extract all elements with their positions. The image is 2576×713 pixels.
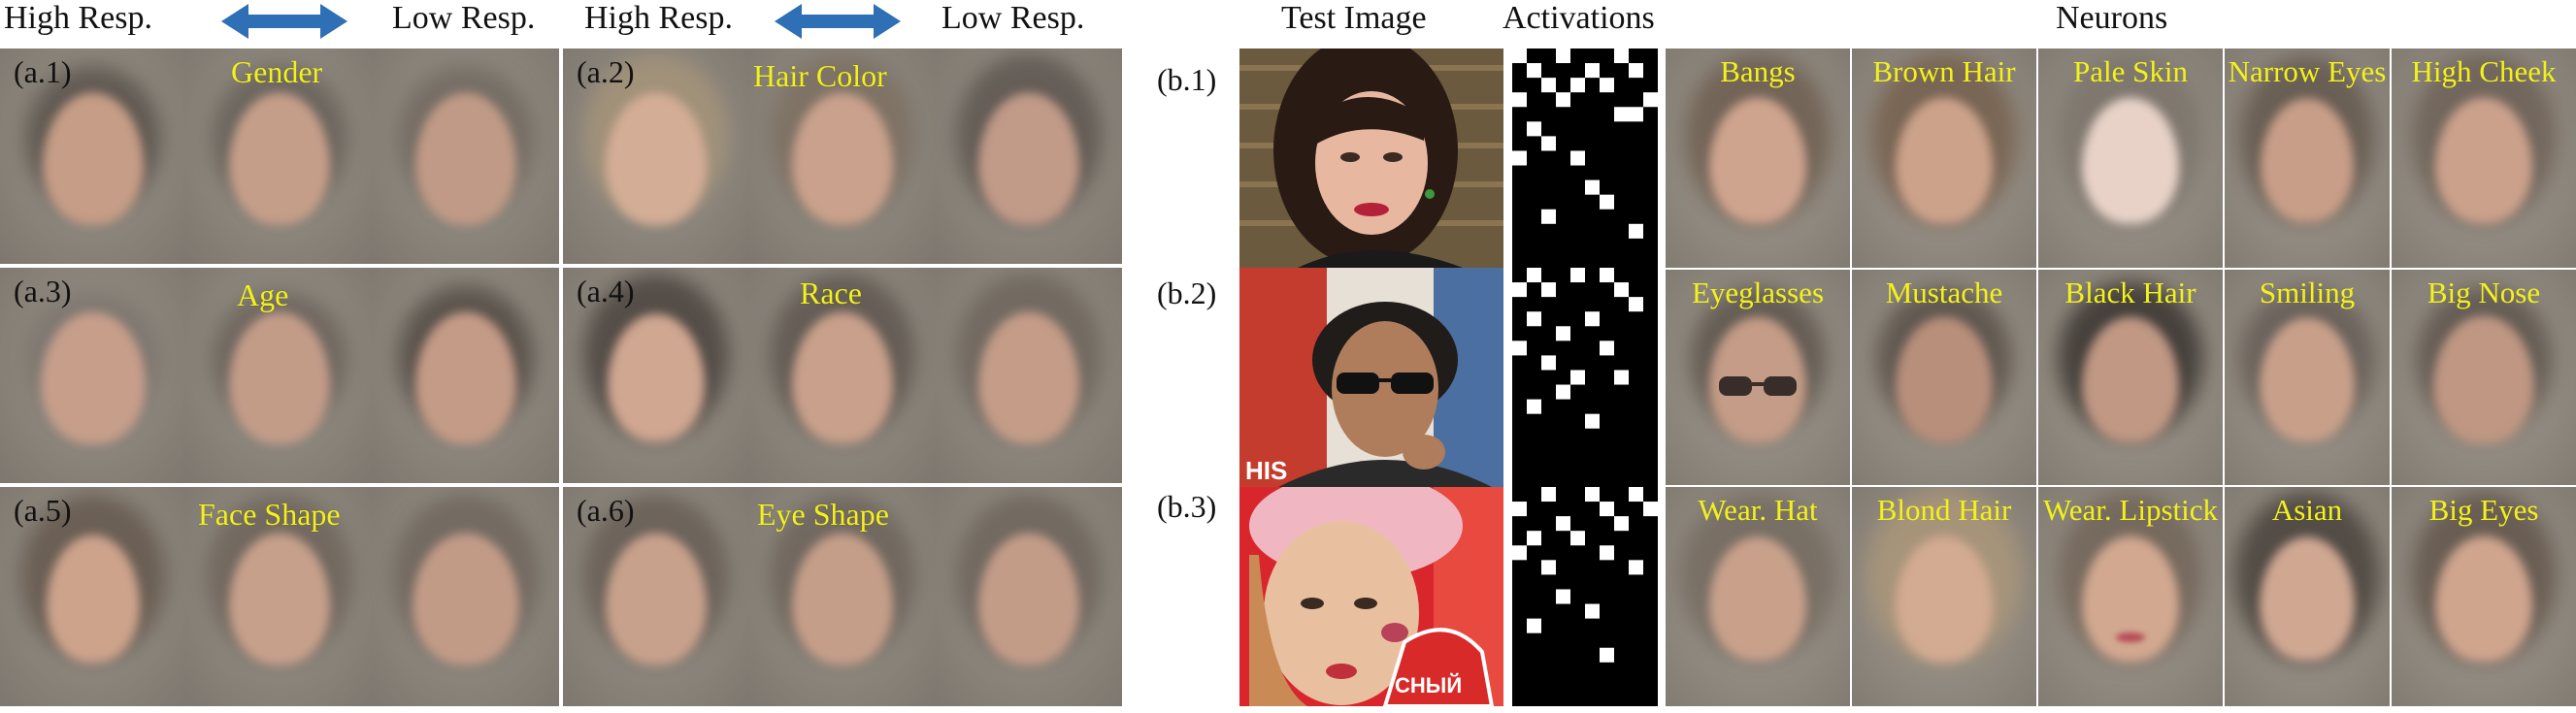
low-resp-header-1: Low Resp. [392, 0, 536, 36]
high-resp-header-2: High Resp. [584, 0, 733, 36]
row-label: (b.1) [1157, 62, 1217, 97]
neuron-face: High Cheek [2392, 49, 2576, 268]
panel-label: (a.6) [577, 493, 635, 528]
neuron-label: Pale Skin [2073, 54, 2188, 88]
face-high [563, 487, 749, 706]
sign-text: HIS [1245, 456, 1287, 485]
test-photo-b2: HIS [1239, 268, 1503, 487]
face-low [373, 487, 559, 706]
panel-a2: (a.2) Hair Color [563, 49, 1122, 264]
face-mid [186, 268, 373, 483]
face-high [0, 487, 186, 706]
neuron-face: Wear. Lipstick [2038, 487, 2223, 706]
neuron-label: Asian [2271, 493, 2343, 527]
face-low [936, 49, 1122, 264]
face-mid [749, 49, 936, 264]
panel-title: Age [237, 277, 289, 312]
activation-grid-b3 [1512, 487, 1658, 706]
face-low [936, 268, 1122, 483]
test-image-header: Test Image [1281, 0, 1427, 36]
neuron-label: Big Eyes [2428, 493, 2539, 527]
neuron-label: Narrow Eyes [2228, 54, 2387, 88]
face-mid [186, 49, 373, 264]
neuron-face: Wear. Hat [1666, 487, 1850, 706]
test-photo-b3: СНЫЙ [1239, 487, 1503, 706]
low-resp-header-2: Low Resp. [941, 0, 1085, 36]
face-low [373, 49, 559, 264]
neuron-face: Blond Hair [1852, 487, 2036, 706]
double-arrow-icon [221, 4, 347, 39]
row-label: (b.3) [1157, 489, 1217, 524]
activations-header: Activations [1503, 0, 1655, 36]
neuron-face: Smiling [2225, 270, 2390, 485]
panel-label: (a.4) [577, 274, 635, 308]
neuron-face: Narrow Eyes [2225, 49, 2390, 268]
neuron-face: Bangs [1666, 49, 1850, 268]
high-resp-header-1: High Resp. [4, 0, 152, 36]
panel-label: (a.5) [14, 493, 72, 528]
sunglasses-icon [1719, 376, 1797, 396]
neuron-face: Pale Skin [2038, 49, 2223, 268]
face-mid [749, 487, 936, 706]
neuron-label: Big Nose [2427, 275, 2541, 309]
panel-title: Hair Color [753, 58, 887, 93]
neuron-label: Wear. Lipstick [2042, 493, 2218, 527]
panel-title: Face Shape [198, 497, 341, 532]
panel-title: Gender [231, 54, 323, 89]
double-arrow-icon [775, 4, 901, 39]
panel-title: Race [800, 275, 862, 310]
neuron-label: Wear. Hat [1698, 493, 1818, 527]
panel-a1: (a.1) Gender [0, 49, 559, 264]
panel-label: (a.3) [14, 274, 72, 308]
test-photo-b1 [1239, 49, 1503, 268]
panel-a4: (a.4) Race [563, 268, 1122, 483]
neuron-label: Eyeglasses [1691, 275, 1825, 309]
panel-label: (a.1) [14, 54, 72, 89]
face-low [936, 487, 1122, 706]
face-high [563, 268, 749, 483]
face-high [563, 49, 749, 264]
neuron-label: Mustache [1885, 275, 2003, 309]
activation-grid-b2 [1512, 268, 1658, 487]
neuron-label: Smiling [2259, 275, 2356, 309]
neuron-label: High Cheek [2411, 54, 2557, 88]
lips [2116, 632, 2145, 642]
neurons-header: Neurons [2056, 0, 2168, 36]
neuron-label: Bangs [1720, 54, 1796, 88]
panel-a5: (a.5) Face Shape [0, 487, 559, 706]
activation-grid-b1 [1512, 49, 1658, 268]
neuron-face: Big Nose [2392, 270, 2576, 485]
face-high [0, 268, 186, 483]
face-low [373, 268, 559, 483]
panel-a3: (a.3) Age [0, 268, 559, 483]
face-mid [749, 268, 936, 483]
panel-title: Eye Shape [757, 497, 889, 532]
neuron-face: Asian [2225, 487, 2390, 706]
neuron-face: Black Hair [2038, 270, 2223, 485]
sticker-text: СНЫЙ [1395, 673, 1462, 697]
panel-label: (a.2) [577, 54, 635, 89]
neuron-face: Eyeglasses [1666, 270, 1850, 485]
neuron-label: Black Hair [2064, 275, 2196, 309]
face-mid [186, 487, 373, 706]
neuron-label: Brown Hair [1872, 54, 2016, 88]
panel-a6: (a.6) Eye Shape [563, 487, 1122, 706]
neuron-label: Blond Hair [1876, 493, 2012, 527]
neuron-face: Mustache [1852, 270, 2036, 485]
neuron-face: Big Eyes [2392, 487, 2576, 706]
row-label: (b.2) [1157, 275, 1217, 310]
face-high [0, 49, 186, 264]
neuron-face: Brown Hair [1852, 49, 2036, 268]
